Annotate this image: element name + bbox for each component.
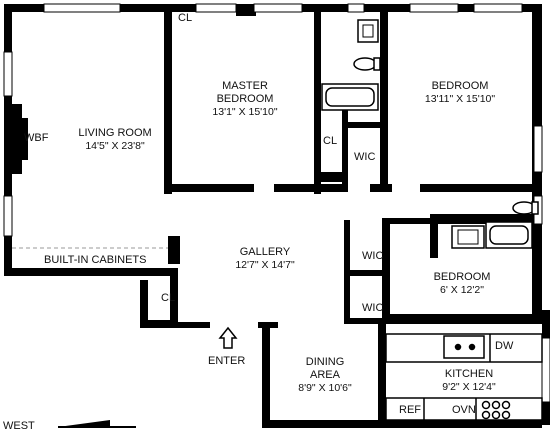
dining-area-label: DINING AREA 8'9" X 10'6" — [280, 356, 370, 395]
wbf-label: WBF — [24, 132, 49, 144]
closet-label: CL — [161, 292, 176, 304]
walls — [4, 4, 550, 428]
sink-icon — [443, 335, 485, 359]
compass-arrow-icon — [58, 420, 136, 428]
walk-in-closet-label: WIC — [362, 302, 384, 314]
gallery-label: GALLERY 12'7" X 14'7" — [200, 246, 330, 272]
bedroom-1-dims: 13'11" X 15'10" — [424, 93, 496, 106]
master-bedroom-label: MASTER BEDROOM 13'1" X 15'10" — [180, 80, 310, 119]
bedroom-2-label: BEDROOM 6' X 12'2" — [392, 271, 532, 297]
bedroom-2-name: BEDROOM — [433, 271, 491, 283]
enter-label: ENTER — [208, 355, 246, 367]
master-bedroom-dims: 13'1" X 15'10" — [212, 106, 278, 119]
closet-label: CL — [323, 135, 338, 147]
walk-in-closet-label: WIC — [362, 250, 384, 262]
kitchen-dims: 9'2" X 12'4" — [442, 381, 496, 394]
living-room-label: LIVING ROOM 14'5" X 23'8" — [50, 127, 180, 153]
living-room-name: LIVING ROOM — [78, 127, 152, 139]
dishwasher-label: DW — [495, 340, 514, 352]
closet-label: CL — [178, 12, 193, 24]
gallery-name: GALLERY — [239, 246, 291, 258]
walk-in-closet-label: WIC — [354, 151, 376, 163]
master-bedroom-name: MASTER BEDROOM — [216, 80, 274, 106]
dining-area-dims: 8'9" X 10'6" — [298, 382, 352, 395]
fireplace — [12, 104, 28, 174]
kitchen-name: KITCHEN — [444, 368, 494, 380]
kitchen-label: KITCHEN 9'2" X 12'4" — [394, 368, 544, 394]
dining-area-name: DINING AREA — [305, 356, 345, 382]
refrigerator-label: REF — [399, 404, 421, 416]
built-in-cabinets-label: BUILT-IN CABINETS — [44, 254, 147, 266]
living-room-dims: 14'5" X 23'8" — [85, 140, 145, 153]
oven-label: OVN — [452, 404, 476, 416]
stove-icon — [481, 400, 511, 420]
gallery-dims: 12'7" X 14'7" — [235, 259, 295, 272]
toilet-icon — [353, 57, 381, 71]
toilet-icon — [512, 201, 539, 215]
entry-arrow-icon — [218, 326, 238, 349]
bedroom-1-label: BEDROOM 13'11" X 15'10" — [390, 80, 530, 106]
bedroom-1-name: BEDROOM — [431, 80, 489, 92]
bedroom-2-dims: 6' X 12'2" — [440, 284, 484, 297]
compass-west-label: WEST — [3, 420, 35, 432]
